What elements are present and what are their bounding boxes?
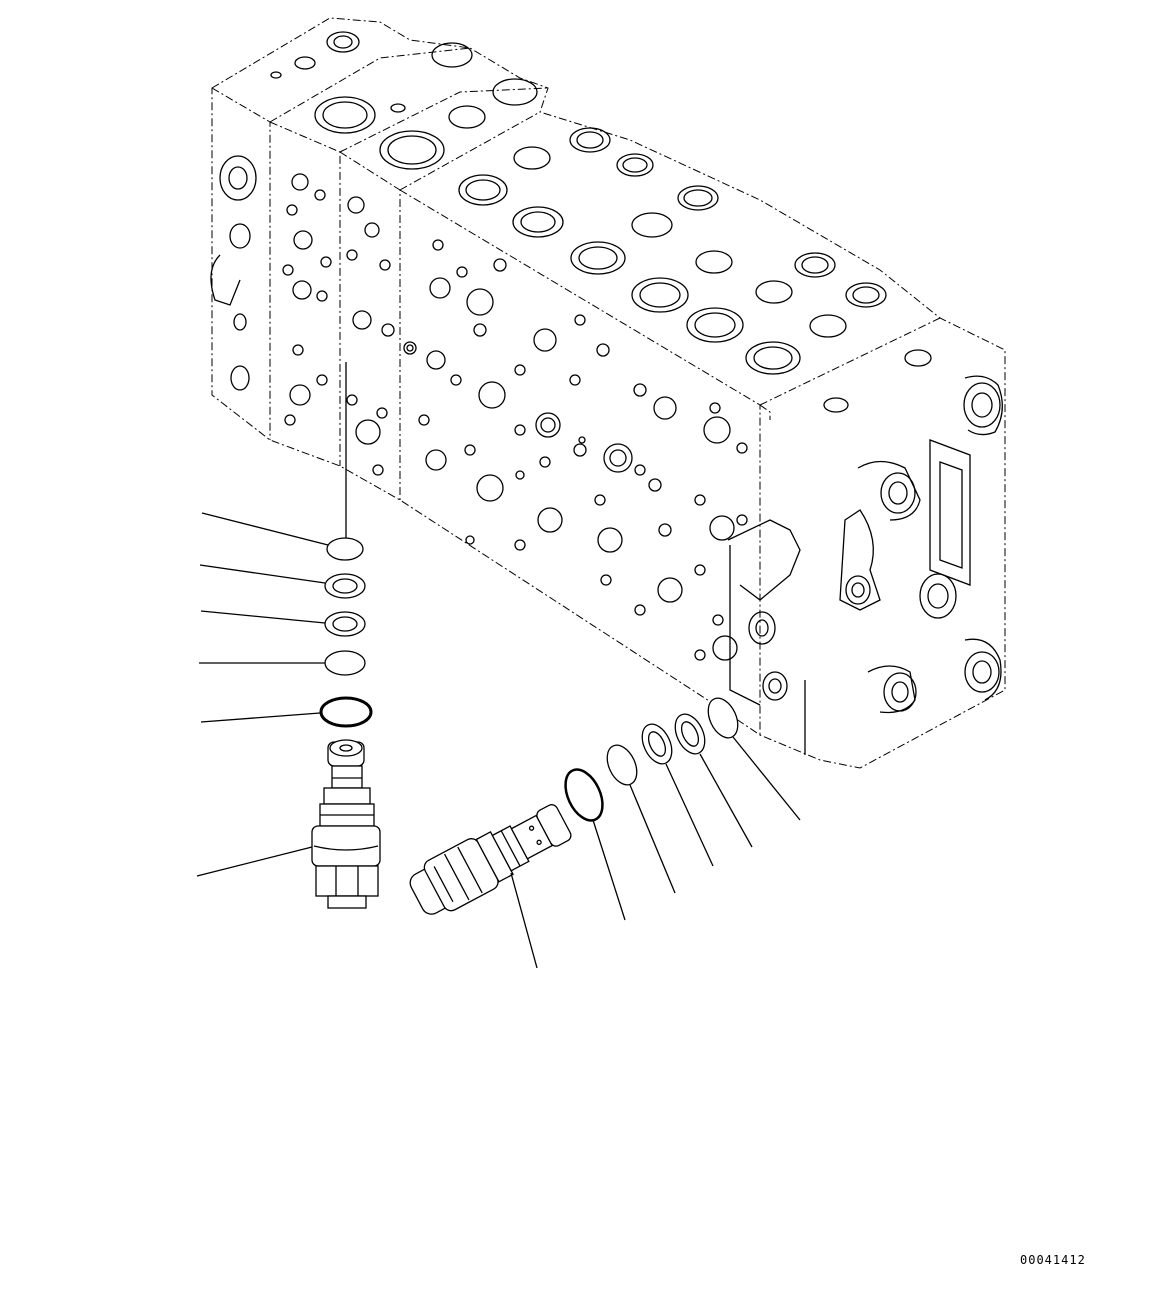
right-callout-leaders <box>510 736 801 969</box>
o-ring-flat <box>606 744 638 786</box>
o-ring-flat <box>324 650 366 676</box>
drawing-number: 00041412 <box>1020 1253 1086 1267</box>
backup-ring <box>641 723 673 765</box>
left-callout-leaders <box>196 362 347 877</box>
o-ring-thick <box>564 768 604 822</box>
valve-body <box>210 17 1006 769</box>
o-ring-flat <box>326 537 364 561</box>
o-ring-thick <box>319 696 373 728</box>
relief-valve-cartridge-left <box>311 739 381 909</box>
backup-ring <box>324 611 366 637</box>
end-cap <box>727 375 1003 755</box>
backup-ring <box>674 713 706 755</box>
right-seal-stack <box>564 697 739 822</box>
front-face-ports <box>282 173 748 661</box>
relief-valve-cartridge-right <box>409 804 572 915</box>
o-ring-flat <box>707 697 739 739</box>
backup-ring <box>324 573 366 599</box>
left-seal-stack <box>319 537 373 728</box>
